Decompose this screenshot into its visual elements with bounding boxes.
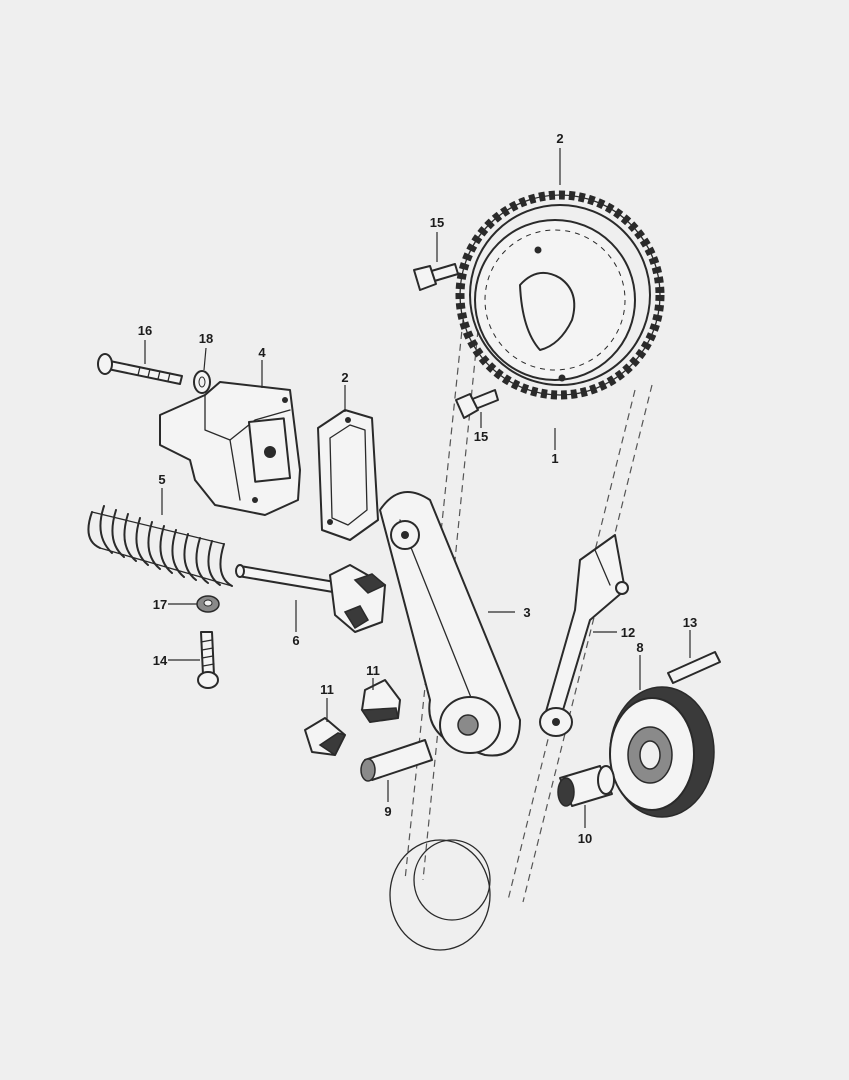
sleeve — [360, 739, 433, 782]
callout-5: 5 — [158, 472, 165, 487]
slipper-lower — [304, 717, 347, 757]
sprocket-bolt-upper — [413, 263, 459, 291]
callout-16: 16 — [138, 323, 152, 338]
leader-lines — [144, 148, 691, 828]
tensioner-arm — [379, 491, 521, 757]
callout-2-gasket: 2 — [341, 370, 348, 385]
gasket — [317, 409, 379, 541]
callout-3: 3 — [523, 605, 530, 620]
callout-11-lower: 11 — [320, 682, 334, 697]
washer — [193, 370, 211, 394]
callout-8: 8 — [636, 640, 643, 655]
tensioner-spring — [87, 505, 233, 587]
callout-6: 6 — [292, 633, 299, 648]
callout-2-chain: 2 — [556, 131, 563, 146]
adjusting-bolt — [197, 631, 219, 689]
callout-12: 12 — [621, 625, 635, 640]
lower-sprocket-outline — [389, 839, 491, 951]
callout-18: 18 — [199, 331, 213, 346]
sprocket-bolt-lower — [455, 389, 499, 419]
callout-1: 1 — [551, 451, 558, 466]
lower-sprocket-hub — [413, 839, 491, 921]
long-bolt — [97, 353, 183, 385]
callout-14: 14 — [153, 653, 168, 668]
push-rod — [235, 564, 387, 633]
callout-15-upper: 15 — [430, 215, 444, 230]
callout-11-upper: 11 — [366, 663, 380, 678]
callout-labels: 2 15 16 18 4 2 15 1 5 3 12 13 8 6 17 14 … — [138, 131, 697, 846]
tensioner-roller — [609, 686, 715, 818]
lock-nut — [196, 595, 220, 613]
callout-10: 10 — [578, 831, 592, 846]
callout-17: 17 — [153, 597, 167, 612]
callout-9: 9 — [384, 804, 391, 819]
callout-13: 13 — [683, 615, 697, 630]
callout-15-lower: 15 — [474, 429, 488, 444]
callout-4: 4 — [258, 345, 266, 360]
roller-pin — [667, 651, 721, 684]
slipper-upper — [360, 679, 401, 723]
tensioner-body — [159, 381, 301, 516]
cam-sprocket — [455, 190, 665, 400]
collar — [557, 765, 615, 807]
tensioner-bracket — [539, 534, 629, 737]
